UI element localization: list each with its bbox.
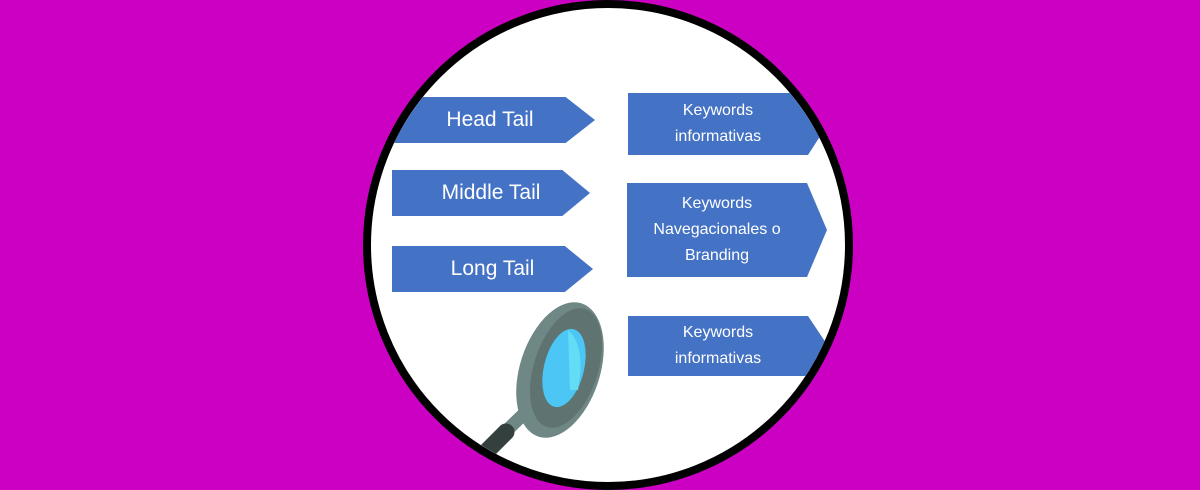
box2-line1: Keywords — [681, 195, 753, 212]
long-tail-arrow: Long Tail — [392, 246, 593, 292]
box2-line3: Branding — [684, 247, 750, 264]
long-tail-label: Long Tail — [450, 257, 535, 280]
keywords-informativas-box-2: Keywords informativas — [628, 316, 828, 376]
magnifying-glass-icon — [479, 302, 604, 459]
keywords-informativas-box-1: Keywords informativas — [628, 93, 828, 155]
box3-line2: informativas — [674, 350, 762, 367]
diagram-circle: Head Tail Middle Tail Long Tail Keywords… — [363, 0, 853, 490]
middle-tail-arrow: Middle Tail — [392, 170, 590, 216]
box1-line1: Keywords — [682, 102, 754, 119]
box2-line2: Navegacionales o — [653, 221, 781, 238]
head-tail-arrow: Head Tail — [385, 97, 595, 143]
head-tail-label: Head Tail — [446, 108, 534, 131]
box3-line1: Keywords — [682, 324, 754, 341]
middle-tail-label: Middle Tail — [441, 181, 541, 204]
box1-line2: informativas — [674, 128, 762, 145]
